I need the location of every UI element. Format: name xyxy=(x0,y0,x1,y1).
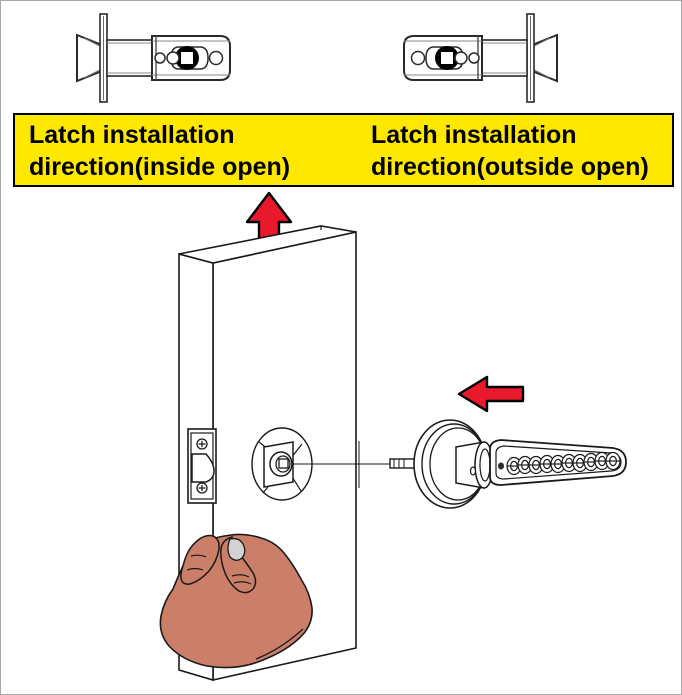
faceplate-screw-bottom-slot xyxy=(198,484,206,492)
latch-left xyxy=(76,13,231,103)
hand-crease-4 xyxy=(233,581,252,585)
instruction-banner: Latch installation direction(inside open… xyxy=(13,113,674,187)
lever-handle xyxy=(389,419,627,509)
latch-right-spindle-bore xyxy=(441,52,453,64)
latch-right-hole-3 xyxy=(410,50,426,66)
keypad-button xyxy=(539,454,555,474)
door-spindle-bore-square xyxy=(278,458,289,469)
latch-left-hole-1 xyxy=(154,52,166,64)
hand-edge-fold xyxy=(255,628,304,660)
handle-hub-cap-inner xyxy=(479,448,491,482)
faceplate-screw-top-slot xyxy=(198,440,206,448)
banner-right-line2: direction(outside open) xyxy=(371,153,649,181)
door-top-face xyxy=(178,225,357,264)
latch-left-hole-3 xyxy=(208,50,224,66)
latch-right-sleeve xyxy=(481,39,528,77)
latch-left-bolt-head xyxy=(76,33,103,83)
latch-right-bolt-head xyxy=(531,33,558,83)
handle-indicator-dot xyxy=(498,462,504,470)
latch-right-hole-2 xyxy=(454,51,468,65)
door-latch-faceplate xyxy=(187,428,217,504)
latch-left-sleeve xyxy=(106,39,153,77)
keypad-button xyxy=(605,451,621,471)
banner-left-line2: direction(inside open) xyxy=(29,153,290,181)
banner-left-line1: Latch installation xyxy=(29,121,235,149)
latch-right-hole-1 xyxy=(468,52,480,64)
keypad-button xyxy=(561,453,577,473)
keypad-button xyxy=(506,456,522,476)
latch-left-hole-2 xyxy=(166,51,180,65)
hand-thumbnail xyxy=(227,537,246,561)
left-arrow-shape xyxy=(457,375,525,413)
hand-illustration xyxy=(159,533,313,669)
keypad-button xyxy=(550,454,566,474)
hand-crease-3 xyxy=(231,574,250,578)
handle-keypad-buttons xyxy=(506,451,621,476)
hand-crease-1 xyxy=(190,554,207,558)
hand-crease-2 xyxy=(186,567,204,571)
door-spindle-hole-group xyxy=(251,427,313,501)
banner-right-line1: Latch installation xyxy=(371,121,577,149)
hand-index-finger xyxy=(180,534,220,585)
left-arrow-icon xyxy=(457,375,525,413)
faceplate-latch-bolt xyxy=(191,453,215,483)
latch-left-spindle-bore xyxy=(181,52,193,64)
latch-right xyxy=(403,13,558,103)
keypad-button xyxy=(572,453,588,473)
keypad-button xyxy=(528,455,544,475)
handle-hub-indicator xyxy=(469,466,477,476)
banner-background xyxy=(13,113,674,187)
